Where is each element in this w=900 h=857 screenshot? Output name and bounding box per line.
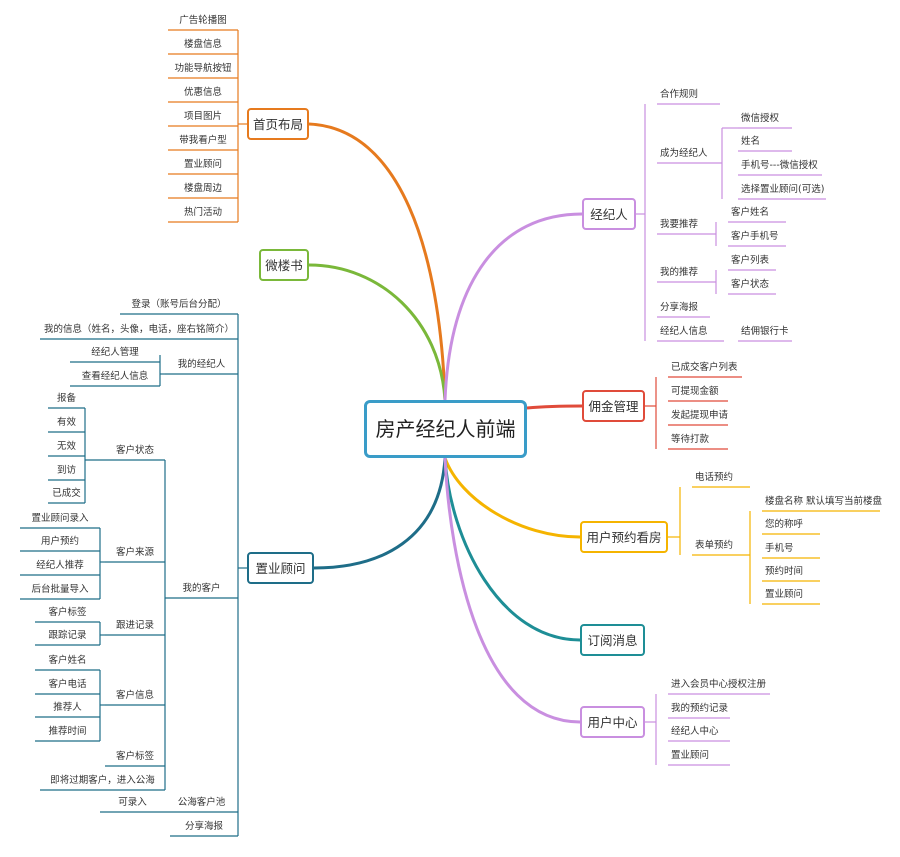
info-item: 客户姓名	[48, 655, 87, 666]
source-item: 置业顾问录入	[31, 513, 89, 524]
curve-user	[443, 457, 581, 724]
clients-source: 客户来源	[115, 547, 154, 558]
source-item: 用户预约	[40, 536, 79, 547]
home-item: 功能导航按钮	[174, 63, 232, 74]
home-item: 楼盘周边	[183, 183, 222, 194]
form-item: 预约时间	[765, 566, 804, 577]
status-item: 有效	[56, 417, 76, 428]
branch-commission[interactable]: 佣金管理	[582, 390, 645, 422]
user-item: 进入会员中心授权注册	[671, 679, 767, 690]
booking-form: 表单预约	[695, 540, 734, 551]
broker-poster: 分享海报	[660, 302, 699, 313]
status-item: 报备	[56, 393, 76, 404]
status-item: 无效	[56, 441, 76, 452]
form-item: 楼盘名称 默认填写当前楼盘	[765, 496, 883, 507]
advisor-my-clients: 我的客户	[182, 583, 221, 594]
recommend-item: 客户姓名	[731, 207, 770, 218]
curve-booking	[443, 457, 581, 539]
broker-rules: 合作规则	[660, 89, 699, 100]
status-item: 已成交	[52, 488, 81, 499]
curve-advisor	[313, 457, 447, 570]
home-item: 带我看户型	[179, 135, 227, 146]
source-item: 后台批量导入	[31, 584, 89, 595]
curve-weilou	[308, 263, 447, 401]
become-item: 手机号---微信授权	[741, 160, 818, 171]
clients-tag: 客户标签	[115, 751, 154, 762]
booking-phone: 电话预约	[695, 472, 734, 483]
info-item: 推荐人	[53, 702, 82, 713]
clients-status: 客户状态	[115, 445, 154, 456]
broker-become: 成为经纪人	[660, 148, 708, 159]
branch-broker[interactable]: 经纪人	[582, 198, 636, 230]
info-item: 客户电话	[48, 679, 87, 690]
commission-item: 发起提现申请	[671, 410, 729, 421]
commission-item: 已成交客户列表	[671, 362, 738, 373]
become-item: 微信授权	[741, 113, 780, 124]
home-item: 楼盘信息	[183, 39, 222, 50]
home-item: 优惠信息	[183, 87, 222, 98]
clients-expire: 即将过期客户，进入公海	[50, 775, 155, 786]
branch-subscribe[interactable]: 订阅消息	[580, 624, 645, 656]
advisor-pool: 公海客户池	[177, 797, 226, 808]
user-item: 我的预约记录	[671, 703, 729, 714]
recommend-item: 客户手机号	[731, 231, 779, 242]
form-item: 置业顾问	[765, 589, 804, 600]
become-item: 姓名	[741, 136, 761, 147]
home-item: 置业顾问	[183, 159, 222, 170]
follow-item: 跟踪记录	[48, 630, 87, 641]
curve-home	[308, 122, 447, 401]
broker-info-item: 结佣银行卡	[741, 326, 789, 337]
curve-commission	[526, 404, 583, 410]
curve-broker	[443, 212, 583, 401]
status-item: 到访	[56, 465, 76, 476]
advisor-share: 分享海报	[184, 821, 223, 832]
branch-advisor[interactable]: 置业顾问	[247, 552, 314, 584]
follow-item: 客户标签	[48, 607, 87, 618]
advisor-my-broker: 我的经纪人	[177, 359, 226, 370]
become-item: 选择置业顾问(可选)	[741, 184, 825, 195]
advisor-login: 登录（账号后台分配）	[131, 299, 227, 310]
central-topic[interactable]: 房产经纪人前端	[364, 400, 527, 458]
home-item: 项目图片	[183, 111, 222, 122]
home-item: 广告轮播图	[179, 15, 227, 26]
commission-item: 等待打款	[671, 434, 710, 445]
home-item: 热门活动	[183, 207, 222, 218]
form-item: 您的称呼	[765, 519, 804, 530]
clients-info: 客户信息	[115, 690, 154, 701]
form-item: 手机号	[765, 543, 794, 554]
user-item: 置业顾问	[671, 750, 710, 761]
broker-recommend: 我要推荐	[660, 219, 699, 230]
broker-my-rec: 我的推荐	[660, 267, 699, 278]
branch-weilou[interactable]: 微楼书	[259, 249, 309, 281]
branch-home[interactable]: 首页布局	[247, 108, 309, 140]
broker-info: 经纪人信息	[660, 326, 708, 337]
advisor-broker-manage: 经纪人管理	[91, 347, 139, 358]
myrec-item: 客户状态	[731, 279, 770, 290]
curve-subscribe	[443, 457, 581, 642]
myrec-item: 客户列表	[731, 255, 770, 266]
commission-item: 可提现金额	[671, 386, 719, 397]
advisor-broker-view: 查看经纪人信息	[81, 371, 149, 382]
pool-item: 可录入	[118, 797, 147, 808]
branch-user[interactable]: 用户中心	[580, 706, 645, 738]
user-item: 经纪人中心	[671, 726, 719, 737]
source-item: 经纪人推荐	[36, 560, 84, 571]
clients-follow: 跟进记录	[115, 620, 154, 631]
info-item: 推荐时间	[48, 726, 87, 737]
branch-booking[interactable]: 用户预约看房	[580, 521, 668, 553]
advisor-my-info: 我的信息（姓名，头像，电话，座右铭简介）	[43, 324, 234, 335]
